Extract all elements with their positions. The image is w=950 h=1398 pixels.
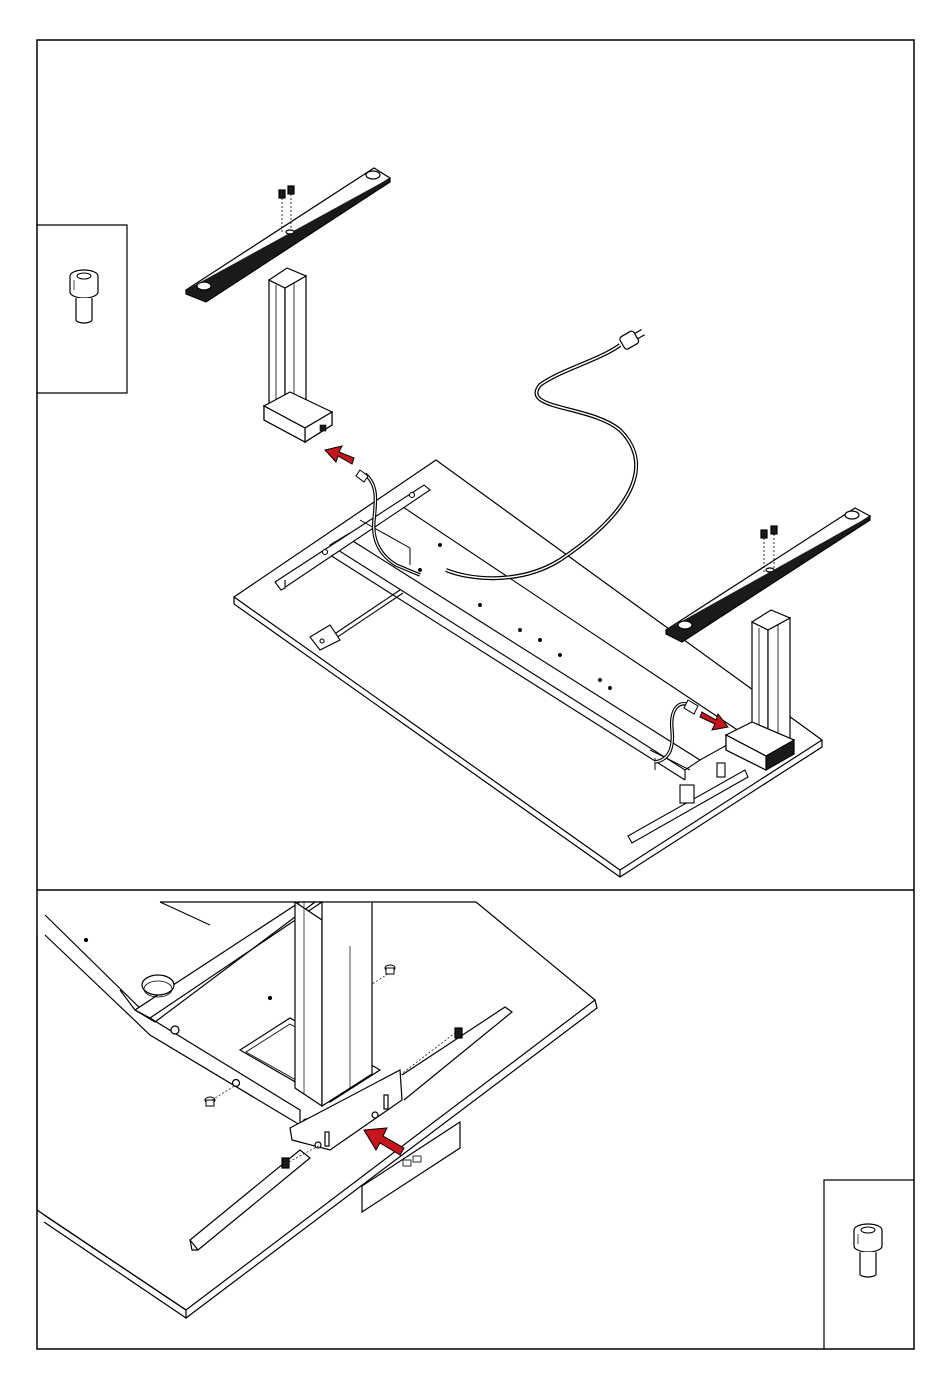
socket-cap-screw-icon	[854, 1224, 882, 1277]
socket-cap-screw-icon	[70, 270, 98, 323]
screw-icon	[372, 965, 395, 984]
screw-callout-bottom	[824, 1180, 914, 1349]
frame-rail-detail	[45, 902, 322, 1125]
insert-arrow-detail	[364, 1128, 404, 1155]
screw-callout-top	[37, 225, 127, 393]
leg-left	[186, 168, 390, 442]
screw-icon	[205, 1085, 236, 1106]
step-overview-panel	[37, 168, 870, 877]
step-detail-panel	[37, 902, 914, 1349]
power-plug-icon	[619, 326, 647, 350]
insert-arrow-left	[325, 446, 354, 464]
